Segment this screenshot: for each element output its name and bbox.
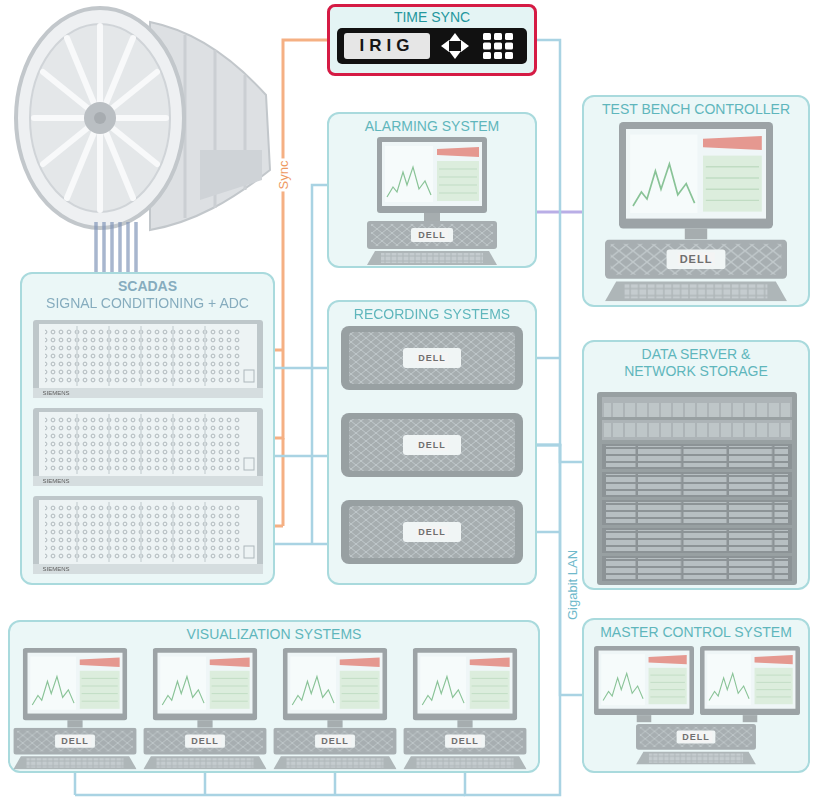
brand-logo: DELL <box>449 736 481 747</box>
sensor-cables <box>96 222 136 272</box>
box-subtitle: SIGNAL CONDITIONING + ADC <box>46 295 249 312</box>
system-box: MASTER CONTROL SYSTEM <box>582 618 810 773</box>
device-label: IRIG <box>360 36 415 56</box>
brand-logo: DELL <box>416 230 448 241</box>
brand-logo: SIEMENS <box>42 478 69 485</box>
fan-cowl <box>16 8 184 228</box>
brand-logo: SIEMENS <box>42 566 69 573</box>
spinner <box>84 102 116 134</box>
box-title: TEST BENCH CONTROLLER <box>602 101 790 118</box>
sync-line <box>275 40 327 438</box>
brand-logo: DELL <box>319 736 351 747</box>
acquisition-box: SCADASSIGNAL CONDITIONING + ADC <box>20 272 275 585</box>
brand-logo: SIEMENS <box>42 390 69 397</box>
system-box: DATA SERVER & NETWORK STORAGE <box>582 340 810 590</box>
brand-logo: DELL <box>680 732 712 743</box>
brand-logo: DELL <box>416 527 448 538</box>
time-sync-box: TIME SYNC <box>327 4 537 76</box>
engine-body <box>150 22 270 230</box>
jet-engine <box>16 8 270 230</box>
lan-line <box>275 185 327 368</box>
lan-line <box>537 40 560 445</box>
fan-blades <box>34 26 166 210</box>
brand-logo: DELL <box>59 736 91 747</box>
lan-line <box>275 455 327 458</box>
fan-disc <box>30 24 170 212</box>
brand-logo: DELL <box>416 353 448 364</box>
system-box: TEST BENCH CONTROLLER <box>582 95 810 307</box>
engine-band <box>185 35 245 218</box>
line-label: Sync <box>276 159 291 192</box>
brand-logo: DELL <box>678 253 715 266</box>
engine-gearbox <box>200 150 262 200</box>
box-title: VISUALIZATION SYSTEMS <box>187 626 362 643</box>
box-title: MASTER CONTROL SYSTEM <box>600 624 792 641</box>
brand-logo: DELL <box>416 440 448 451</box>
box-title: RECORDING SYSTEMS <box>354 306 510 323</box>
spinner-tip <box>94 112 106 124</box>
system-box: VISUALIZATION SYSTEMS <box>8 620 540 773</box>
box-title: DATA SERVER & NETWORK STORAGE <box>611 346 781 380</box>
system-box: ALARMING SYSTEM <box>327 112 537 268</box>
brand-logo: DELL <box>189 736 221 747</box>
network-label: Gigabit LAN <box>565 548 580 622</box>
box-title: ALARMING SYSTEM <box>365 118 500 135</box>
box-title: TIME SYNC <box>394 9 470 25</box>
box-title: SCADAS <box>118 278 177 295</box>
